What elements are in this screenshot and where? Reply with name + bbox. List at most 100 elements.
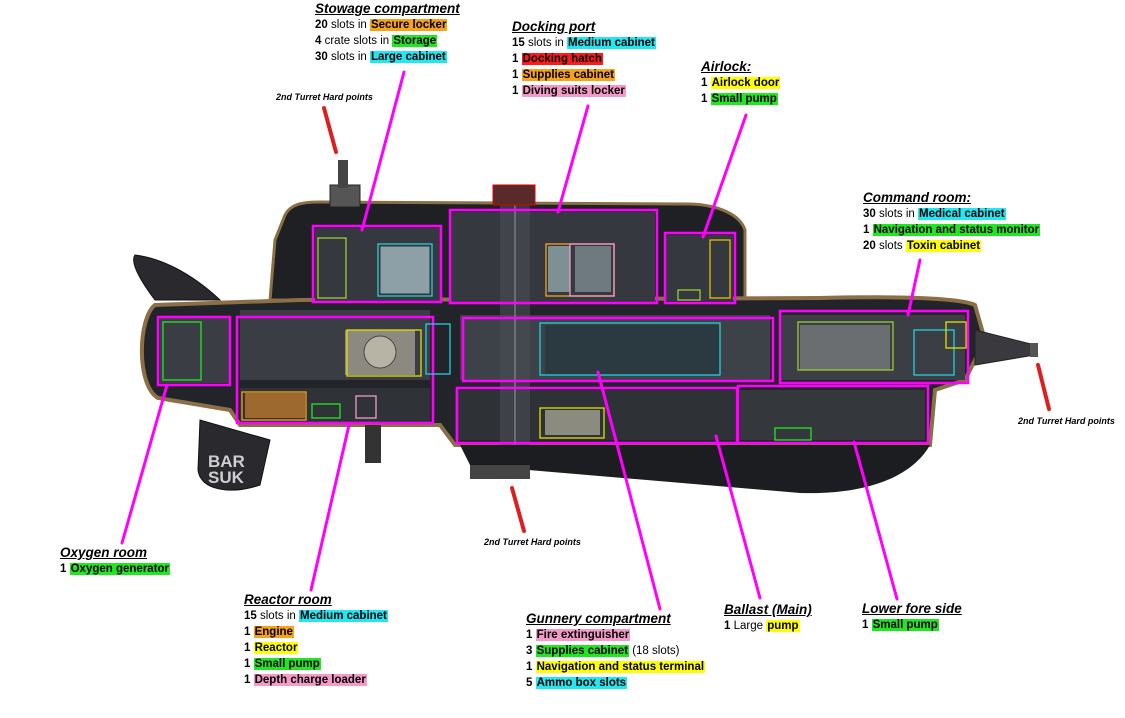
component-name: Medium cabinet [298,610,388,622]
compartment-outlines [156,208,970,445]
component-count: 1 [526,661,533,673]
component-name: Oxygen generator [69,563,171,575]
component-line: 1 Oxygen generator [60,561,171,577]
component-suffix: (18 slots) [629,645,680,657]
component-count: 1 [244,658,251,670]
leader-command [906,258,922,317]
lower-fore-lines: 1 Small pump [862,617,962,633]
leader-stowage [360,70,406,232]
reactor-pump-outline [311,403,341,419]
stowage-title: Stowage compartment [315,1,460,16]
component-line: 1 Engine [244,624,388,640]
component-line: 1 Docking hatch [512,51,656,67]
leader-lines [120,70,922,611]
component-name: Airlock door [710,77,781,89]
component-line: 5 Ammo box slots [526,675,705,691]
depth-charge-outline [355,395,377,419]
component-prefix: slots [875,240,906,252]
lower-fore-title: Lower fore side [862,601,962,616]
component-line: 30 slots in Medical cabinet [863,206,1040,222]
oxygen-title: Oxygen room [60,545,148,560]
component-line: 20 slots in Secure locker [315,17,460,33]
toxin-cabinet-outline [945,321,967,349]
component-name: Storage [392,35,438,47]
component-count: 1 [512,85,519,97]
ballast-label: Ballast (Main) 1 Large pump [724,601,812,634]
airlock-door-outline [709,239,731,299]
component-name: Navigation and status terminal [535,661,706,673]
hardpoint-markers [322,106,1051,533]
command-label: Command room: 30 slots in Medical cabine… [863,189,1041,254]
ammo-outline [539,322,721,376]
reactor-cabinet-outline [425,323,451,375]
reactor-box [235,315,435,425]
component-count: 1 [701,77,708,89]
medical-cabinet-outline [913,329,955,376]
airlock-pump-outline [677,289,701,301]
component-count: 4 [315,35,322,47]
component-line: 1 Fire extinguisher [526,627,705,643]
component-prefix: slots in [524,37,567,49]
component-count: 1 [526,629,533,641]
storage-outline [317,237,347,299]
command-title: Command room: [863,190,971,205]
reactor-title: Reactor room [244,592,332,607]
component-name: Ammo box slots [535,677,628,689]
component-line: 1 Small pump [244,656,388,672]
component-prefix: crate slots in [321,35,393,47]
stowage-box [311,224,443,304]
component-count: 1 [512,53,519,65]
component-name: Toxin cabinet [905,240,982,252]
component-count: 1 [862,619,869,631]
hull-marking-top: BAR [208,452,245,471]
leader-reactor [309,423,351,592]
hardpoint-top-marker [322,106,338,154]
leader-docking [556,104,590,214]
component-name: Small pump [710,93,778,105]
component-count: 20 [863,240,876,252]
component-count: 30 [315,51,328,63]
component-line: 30 slots in Large cabinet [315,49,460,65]
component-count: 20 [315,19,328,31]
oxygen-gen-outline [162,321,202,381]
nav-monitor-outline [797,321,894,371]
component-count: 1 [244,642,251,654]
component-name: Small pump [871,619,939,631]
hardpoint-label-fore: 2nd Turret Hard points [1018,416,1115,426]
ballast-title: Ballast (Main) [724,602,812,617]
component-name: Reactor [253,642,299,654]
component-prefix: slots in [256,610,299,622]
hardpoint-bottom-marker [510,486,526,533]
component-prefix: slots in [327,19,370,31]
leader-lower-fore [852,440,899,601]
component-name: Diving suits locker [521,85,626,97]
component-line: 1 Airlock door [701,75,781,91]
large-cabinet-outline [377,243,433,297]
stowage-label: Stowage compartment 20 slots in Secure l… [315,0,460,65]
component-name: pump [766,620,800,632]
component-count: 1 [701,93,708,105]
component-line: 1 Small pump [701,91,780,107]
component-outlines [162,237,967,441]
component-name: Supplies cabinet [535,645,629,657]
hull-marking-bottom: SUK [208,468,245,487]
component-line: 1 Diving suits locker [512,83,656,99]
component-line: 1 Depth charge loader [244,672,388,688]
oxygen-lines: 1 Oxygen generator [60,561,171,577]
reactor-lines: 15 slots in Medium cabinet 1 Engine 1 Reac… [244,608,388,688]
hardpoint-label-top: 2nd Turret Hard points [276,92,373,102]
component-count: 1 [244,674,251,686]
diving-locker-outline [569,243,615,297]
gunnery-upper-box [461,316,775,383]
component-count: 1 [512,69,519,81]
component-name: Navigation and status monitor [872,224,1041,236]
component-count: 15 [244,610,257,622]
component-count: 1 [60,563,67,575]
leader-ballast [714,434,762,600]
